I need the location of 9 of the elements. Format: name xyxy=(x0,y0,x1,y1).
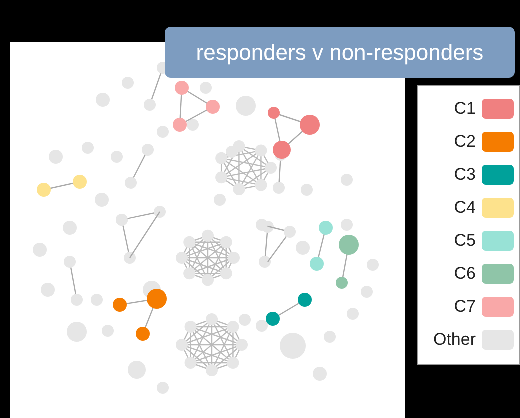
legend-label: C1 xyxy=(453,99,476,119)
legend-label: C2 xyxy=(453,132,476,152)
legend-label: C6 xyxy=(453,264,476,284)
legend-label: C7 xyxy=(453,297,476,317)
legend-label: C3 xyxy=(453,165,476,185)
legend-label: C5 xyxy=(453,231,476,251)
legend-label: C4 xyxy=(453,198,476,218)
legend-label: Other xyxy=(432,330,476,350)
title-banner: responders v non-responders xyxy=(165,27,515,78)
